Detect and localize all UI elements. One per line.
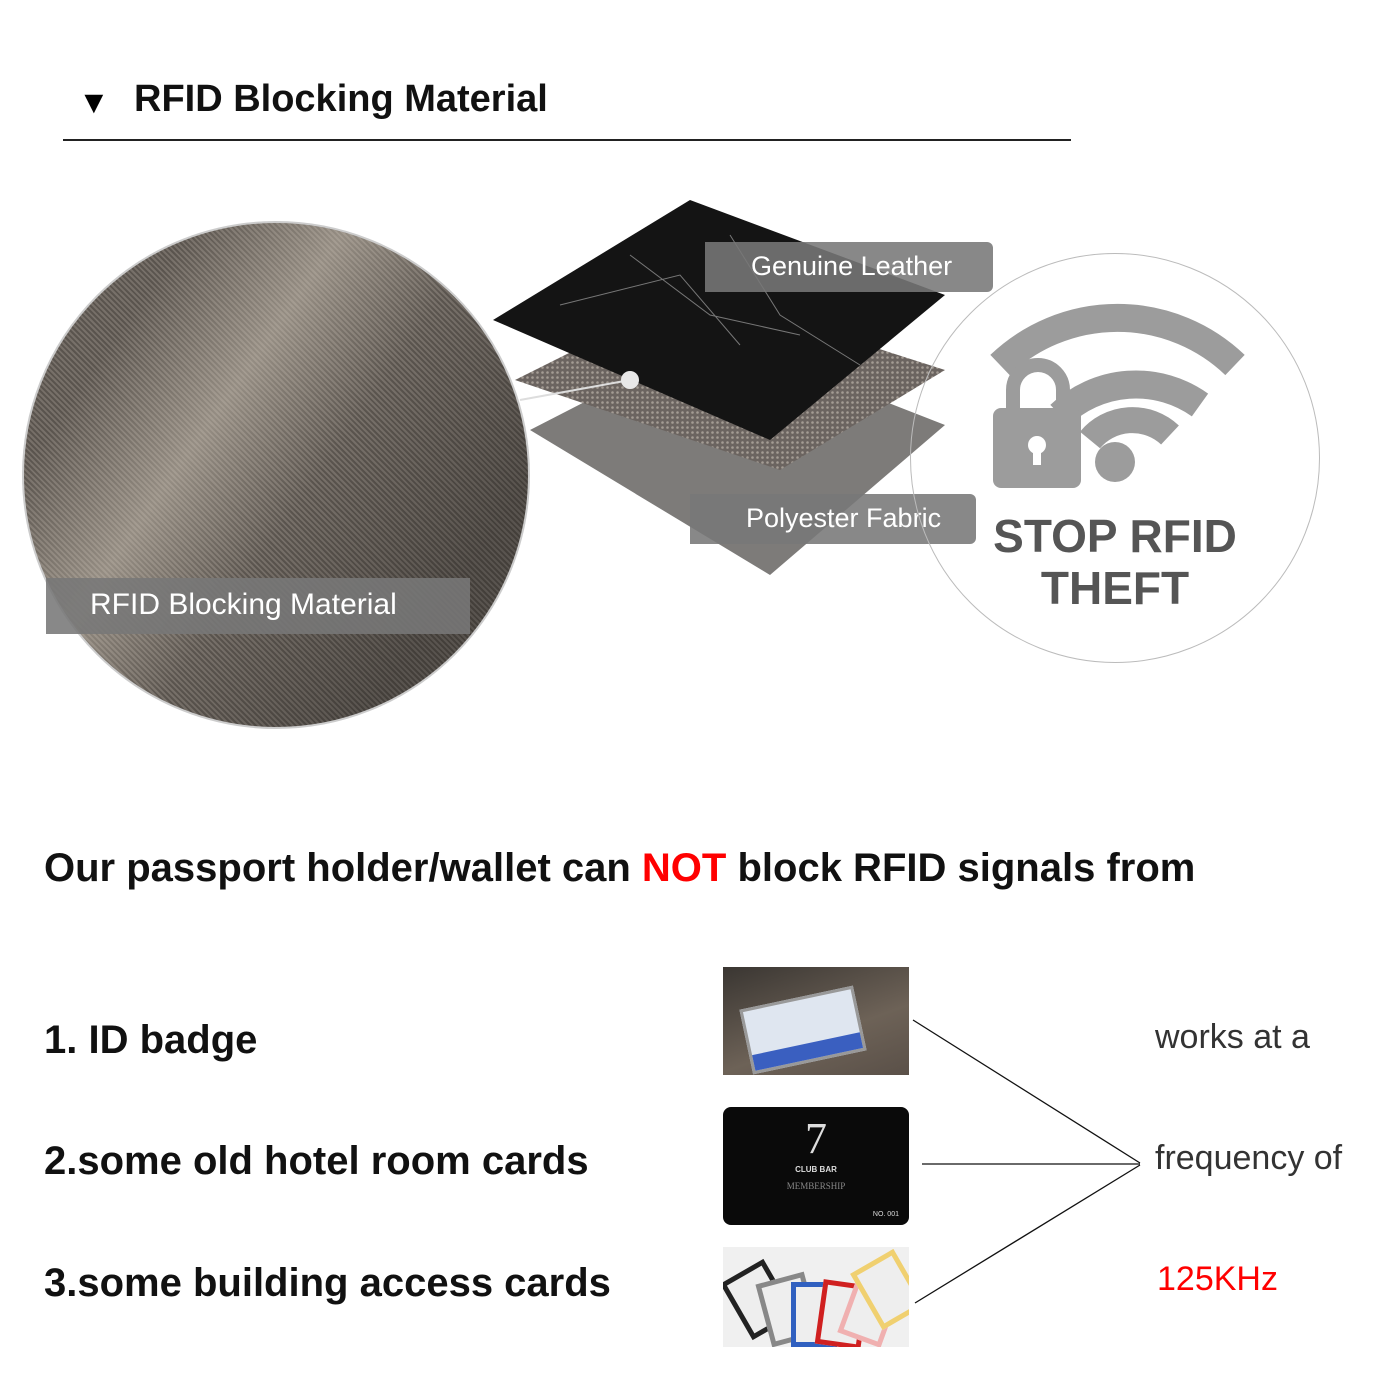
frequency-line2: frequency of: [1155, 1139, 1343, 1177]
stop-rfid-badge: [910, 253, 1320, 663]
triangle-down-icon: ▼: [78, 84, 110, 120]
frequency-value: 125KHz: [1157, 1260, 1278, 1298]
section-title: RFID Blocking Material: [134, 78, 548, 120]
rfid-material-closeup: [22, 221, 530, 729]
card-title: MEMBERSHIP: [786, 1181, 846, 1191]
card-no: NO. 001: [872, 1211, 899, 1218]
notice-highlight: NOT: [641, 846, 727, 890]
access-cards-photo: [723, 1247, 909, 1347]
stop-rfid-text: STOP RFID THEFT: [960, 510, 1270, 614]
hotel-card-photo: 7 CLUB BAR MEMBERSHIP NO. 001: [723, 1107, 909, 1225]
genuine-leather-label: Genuine Leather: [705, 242, 993, 292]
list-item: 3.some building access cards: [44, 1261, 611, 1305]
notice-after: block RFID signals from: [726, 846, 1196, 890]
card-brand: CLUB BAR: [795, 1165, 837, 1174]
card-number: 7: [805, 1114, 827, 1163]
divider: [63, 139, 1071, 141]
frequency-line1: works at a: [1155, 1018, 1310, 1056]
stop-rfid-line2: THEFT: [1040, 562, 1190, 614]
notice-before: Our passport holder/wallet can: [44, 846, 642, 890]
list-item: 1. ID badge: [44, 1018, 258, 1062]
lock-wifi-icon: [990, 303, 1245, 488]
notice-sentence: Our passport holder/wallet can NOT block…: [44, 846, 1195, 891]
list-item: 2.some old hotel room cards: [44, 1139, 589, 1183]
connector-lines: [912, 1019, 1141, 1304]
id-badge-photo: [723, 967, 909, 1075]
rfid-material-label: RFID Blocking Material: [46, 578, 470, 634]
stop-rfid-line1: STOP RFID: [993, 510, 1237, 562]
